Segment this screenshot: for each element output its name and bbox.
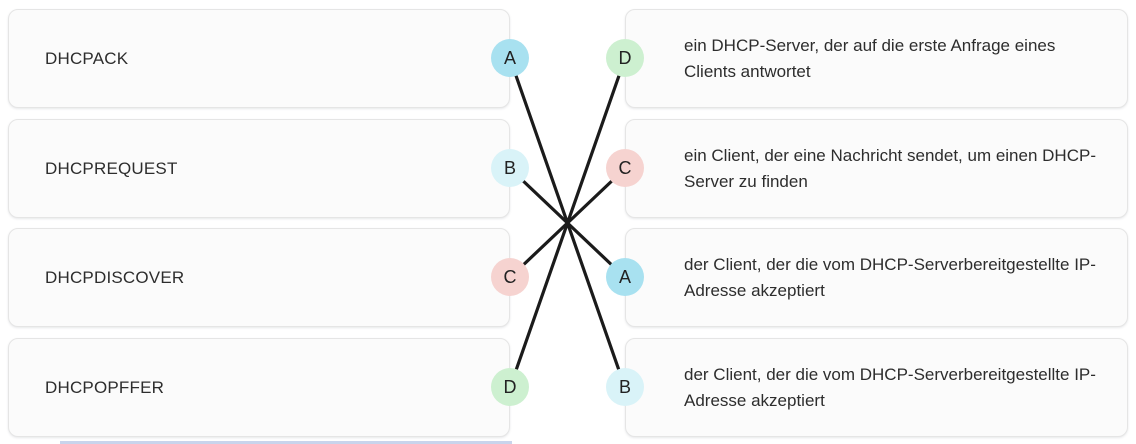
match-point-right-a[interactable]: A [606,258,644,296]
match-letter: D [503,376,517,397]
match-letter: B [503,157,516,178]
match-point-right-c[interactable]: C [606,149,644,187]
match-letter: D [618,47,632,68]
match-point-left-c[interactable]: C [491,258,529,296]
term-card-dhcpdiscover[interactable]: DHCPDISCOVER [8,228,510,327]
match-letter: B [618,376,631,397]
term-card-dhcpopffer[interactable]: DHCPOPFFER [8,338,510,437]
definition-text: ein DHCP-Server, der auf die erste Anfra… [684,35,1056,81]
match-point-left-b[interactable]: B [491,149,529,187]
match-letter: A [503,47,516,68]
bottom-cutoff-element-edge [60,441,512,444]
definition-card-1[interactable]: ein DHCP-Server, der auf die erste Anfra… [625,9,1128,108]
definition-card-4[interactable]: der Client, der die vom DHCP-Serverberei… [625,338,1128,437]
match-point-right-d[interactable]: D [606,39,644,77]
match-letter: A [618,266,631,287]
definition-text: ein Client, der eine Nachricht sendet, u… [684,145,1096,191]
term-card-dhcprequest[interactable]: DHCPREQUEST [8,119,510,218]
definition-card-2[interactable]: ein Client, der eine Nachricht sendet, u… [625,119,1128,218]
definition-text: der Client, der die vom DHCP-Serverberei… [684,254,1096,300]
definition-text: der Client, der die vom DHCP-Serverberei… [684,364,1096,410]
match-point-left-a[interactable]: A [491,39,529,77]
term-label: DHCPDISCOVER [45,267,185,287]
match-point-right-b[interactable]: B [606,368,644,406]
term-label: DHCPACK [45,48,129,68]
match-letter: C [618,157,632,178]
definition-card-3[interactable]: der Client, der die vom DHCP-Serverberei… [625,228,1128,327]
term-card-dhcpack[interactable]: DHCPACK [8,9,510,108]
term-label: DHCPOPFFER [45,377,165,397]
match-point-left-d[interactable]: D [491,368,529,406]
match-letter: C [503,266,517,287]
term-label: DHCPREQUEST [45,158,178,178]
